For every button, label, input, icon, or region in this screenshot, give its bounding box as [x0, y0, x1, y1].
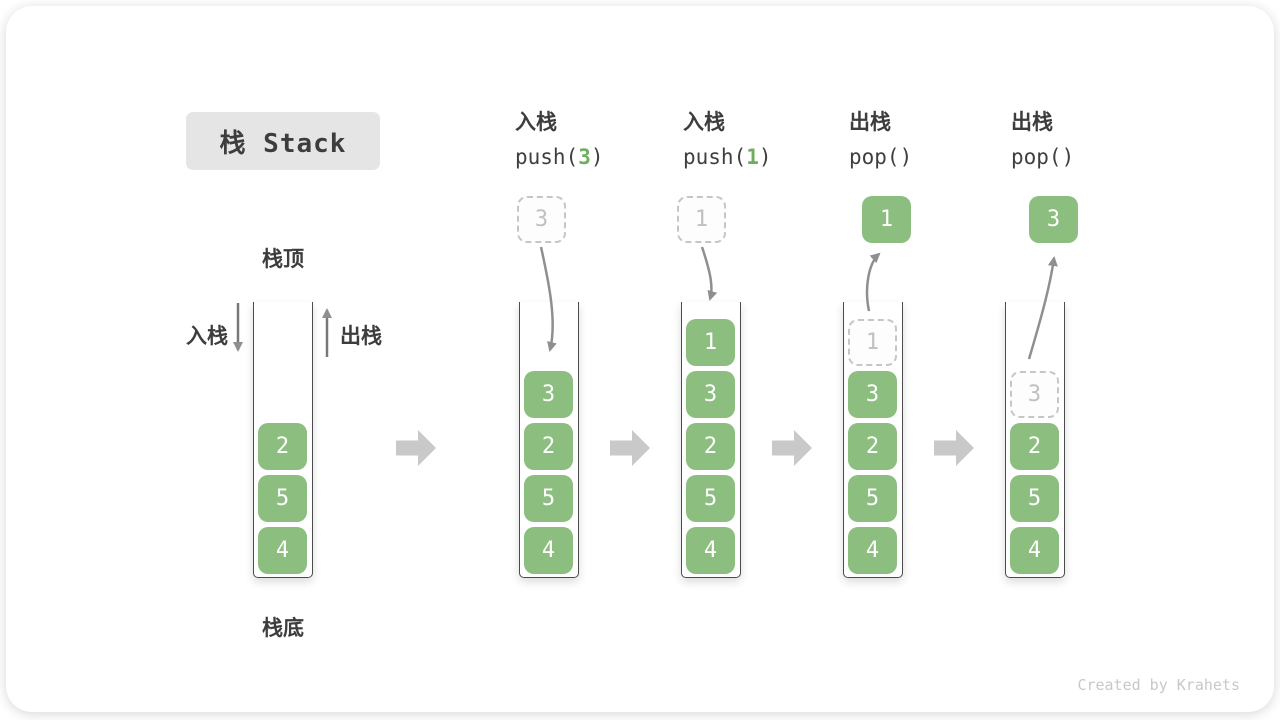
operation-label: 出栈 pop()	[1011, 106, 1231, 169]
stack-cell: 4	[524, 527, 573, 574]
stack-cell: 2	[848, 423, 897, 470]
stack-cell: 4	[848, 527, 897, 574]
stack-cell: 2	[1010, 423, 1059, 470]
stack-cell: 1	[686, 319, 735, 366]
operation-code-label: push(3)	[515, 145, 604, 169]
operation-cn-label: 出栈	[1011, 111, 1053, 134]
diagram-title: 栈 Stack	[186, 112, 380, 170]
stack-top-label: 栈顶	[262, 248, 304, 271]
stack-cell: 4	[1010, 527, 1059, 574]
stack-cell: 3	[848, 371, 897, 418]
stack-cell: 2	[686, 423, 735, 470]
stack-cell-ghost: 3	[1010, 371, 1059, 418]
push-side-label: 入栈	[186, 325, 228, 348]
stack-cell: 2	[524, 423, 573, 470]
operation-code-argument: 1	[746, 145, 759, 169]
stack-cell: 4	[258, 527, 307, 574]
stack-stage: 出栈 pop() 1 1 3 2 5 4	[843, 0, 912, 720]
floating-value-box: 1	[862, 196, 911, 243]
operation-code-label: pop()	[849, 145, 913, 169]
stack-cell-ghost: 1	[848, 319, 897, 366]
watermark-credit: Created by Krahets	[1077, 676, 1240, 694]
floating-value-box: 3	[517, 196, 566, 243]
operation-label: 入栈 push(3)	[515, 106, 735, 169]
operation-label: 入栈 push(1)	[683, 106, 903, 169]
stack-cell: 3	[524, 371, 573, 418]
stack-cell: 5	[686, 475, 735, 522]
operation-cn-label: 出栈	[849, 111, 891, 134]
floating-value-box: 3	[1029, 196, 1078, 243]
stack-cell: 5	[848, 475, 897, 522]
stack-cell: 5	[1010, 475, 1059, 522]
operation-cn-label: 入栈	[515, 111, 557, 134]
stack-cell: 4	[686, 527, 735, 574]
stack-stage: 入栈 push(1) 1 1 3 2 5 4	[677, 0, 772, 720]
operation-label: 出栈 pop()	[849, 106, 1069, 169]
pop-side-label: 出栈	[340, 325, 382, 348]
stack-cell: 2	[258, 423, 307, 470]
operation-code-label: push(1)	[683, 145, 772, 169]
operation-code-label: pop()	[1011, 145, 1075, 169]
stack-cell: 5	[524, 475, 573, 522]
stack-stage: 入栈 push(3) 3 3 2 5 4	[515, 0, 604, 720]
operation-cn-label: 入栈	[683, 111, 725, 134]
stack-bottom-label: 栈底	[262, 617, 304, 640]
stack-stage: 出栈 pop() 3 3 2 5 4	[1005, 0, 1078, 720]
stack-cell: 5	[258, 475, 307, 522]
stack-cell: 3	[686, 371, 735, 418]
stack-stage: 2 5 4	[253, 0, 313, 720]
operation-code-argument: 3	[578, 145, 591, 169]
floating-value-box: 1	[677, 196, 726, 243]
